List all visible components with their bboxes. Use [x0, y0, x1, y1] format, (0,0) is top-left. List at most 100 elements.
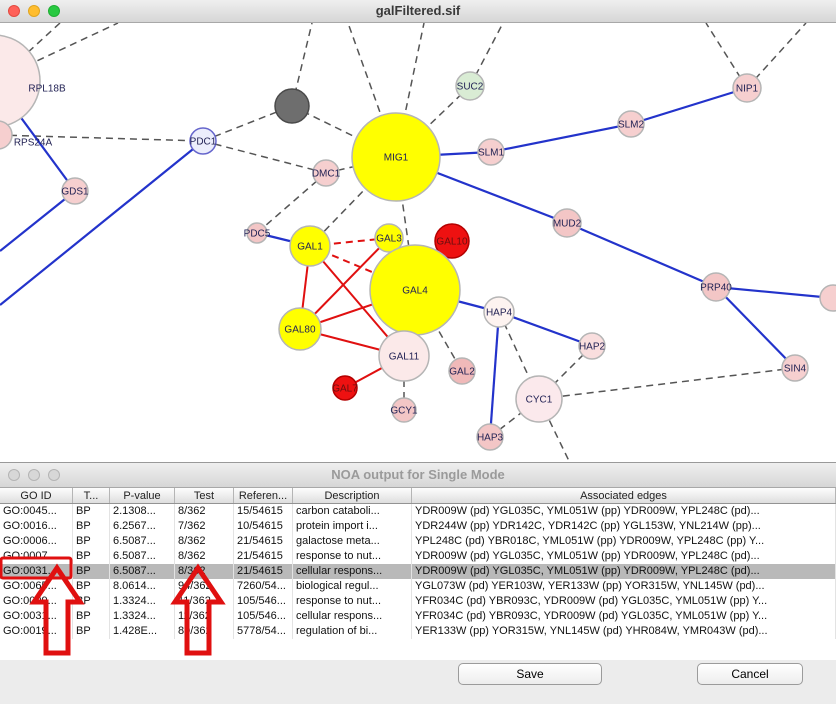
cell-go_id[interactable]: GO:0031...: [0, 564, 73, 579]
cell-type[interactable]: BP: [72, 579, 110, 594]
cell-test[interactable]: 8/362: [174, 564, 234, 579]
column-header[interactable]: T...: [72, 488, 110, 504]
cell-p_value[interactable]: 2.1308...: [109, 503, 175, 519]
cell-description[interactable]: regulation of bi...: [292, 624, 412, 639]
cell-type[interactable]: BP: [72, 503, 110, 519]
network-node-gds1[interactable]: GDS1: [61, 177, 89, 205]
cell-type[interactable]: BP: [72, 609, 110, 624]
cell-test[interactable]: 8/362: [174, 503, 234, 519]
column-header[interactable]: Description: [292, 488, 412, 504]
cell-type[interactable]: BP: [72, 624, 110, 639]
cell-edges[interactable]: YFR034C (pd) YBR093C, YDR009W (pd) YGL03…: [411, 594, 836, 609]
network-node-gal3[interactable]: GAL3: [374, 223, 404, 253]
cell-edges[interactable]: YDR009W (pd) YGL035C, YML051W (pp) YDR00…: [411, 503, 836, 519]
cell-description[interactable]: response to nut...: [292, 594, 412, 609]
cell-type[interactable]: BP: [72, 564, 110, 579]
cell-test[interactable]: 94/362: [174, 579, 234, 594]
cell-go_id[interactable]: GO:0019...: [0, 624, 73, 639]
cell-description[interactable]: carbon cataboli...: [292, 503, 412, 519]
cell-go_id[interactable]: GO:0009...: [0, 594, 73, 609]
cell-p_value[interactable]: 1.3324...: [109, 609, 175, 624]
cell-description[interactable]: cellular respons...: [292, 609, 412, 624]
cell-reference[interactable]: 105/546...: [233, 594, 293, 609]
cell-p_value[interactable]: 1.3324...: [109, 594, 175, 609]
cell-p_value[interactable]: 6.5087...: [109, 564, 175, 579]
network-node-pdc1[interactable]: PDC1: [189, 127, 217, 155]
cell-edges[interactable]: YGL073W (pd) YER103W, YER133W (pp) YOR31…: [411, 579, 836, 594]
cell-p_value[interactable]: 6.5087...: [109, 549, 175, 564]
column-header[interactable]: GO ID: [0, 488, 73, 504]
cell-reference[interactable]: 5778/54...: [233, 624, 293, 639]
network-node-sin4[interactable]: SIN4: [781, 354, 809, 382]
network-node-gal10[interactable]: GAL10: [434, 223, 470, 259]
network-node-hap3[interactable]: HAP3: [476, 423, 504, 451]
cancel-button[interactable]: Cancel: [697, 663, 803, 685]
cell-reference[interactable]: 21/54615: [233, 549, 293, 564]
cell-go_id[interactable]: GO:0031...: [0, 609, 73, 624]
cell-edges[interactable]: YER133W (pp) YOR315W, YNL145W (pd) YHR08…: [411, 624, 836, 639]
network-node-suc2[interactable]: SUC2: [455, 71, 485, 101]
cell-test[interactable]: 11/362: [174, 594, 234, 609]
zoom-icon[interactable]: [48, 5, 60, 17]
minimize-icon[interactable]: [28, 469, 40, 481]
cell-go_id[interactable]: GO:0007...: [0, 549, 73, 564]
cell-go_id[interactable]: GO:0065...: [0, 579, 73, 594]
cell-edges[interactable]: YPL248C (pd) YBR018C, YML051W (pp) YDR00…: [411, 534, 836, 549]
save-button[interactable]: Save: [458, 663, 602, 685]
cell-edges[interactable]: YFR034C (pd) YBR093C, YDR009W (pd) YGL03…: [411, 609, 836, 624]
network-node-rpl18b[interactable]: RPL18B: [0, 34, 66, 128]
network-node-gal2[interactable]: GAL2: [448, 357, 476, 385]
network-node-cyc1[interactable]: CYC1: [515, 375, 563, 423]
network-node-hap2[interactable]: HAP2: [578, 332, 606, 360]
network-node-prp40[interactable]: PRP40: [700, 272, 732, 302]
cell-description[interactable]: protein import i...: [292, 519, 412, 534]
cell-reference[interactable]: 21/54615: [233, 534, 293, 549]
cell-edges[interactable]: YDR009W (pd) YGL035C, YML051W (pp) YDR00…: [411, 549, 836, 564]
network-graph[interactable]: RPL18BRPS24AGDS1PDC1DMC1PDC5MIG1SUC2SLM1…: [0, 22, 836, 464]
cell-test[interactable]: 11/362: [174, 609, 234, 624]
network-node-gcy1[interactable]: GCY1: [390, 397, 418, 423]
network-node-cut[interactable]: [819, 284, 836, 312]
network-node-gal1[interactable]: GAL1: [289, 225, 331, 267]
close-icon[interactable]: [8, 5, 20, 17]
network-node-slm2[interactable]: SLM2: [617, 110, 645, 138]
minimize-icon[interactable]: [28, 5, 40, 17]
cell-description[interactable]: cellular respons...: [292, 564, 412, 579]
cell-p_value[interactable]: 8.0614...: [109, 579, 175, 594]
cell-reference[interactable]: 10/54615: [233, 519, 293, 534]
cell-edges[interactable]: YDR009W (pd) YGL035C, YML051W (pp) YDR00…: [411, 564, 836, 579]
cell-reference[interactable]: 21/54615: [233, 564, 293, 579]
column-header[interactable]: P-value: [109, 488, 175, 504]
close-icon[interactable]: [8, 469, 20, 481]
cell-reference[interactable]: 7260/54...: [233, 579, 293, 594]
network-node-slm1[interactable]: SLM1: [477, 138, 505, 166]
network-node-dmc1[interactable]: DMC1: [312, 159, 341, 187]
cell-description[interactable]: galactose meta...: [292, 534, 412, 549]
cell-test[interactable]: 80/362: [174, 624, 234, 639]
cell-test[interactable]: 8/362: [174, 549, 234, 564]
cell-description[interactable]: response to nut...: [292, 549, 412, 564]
cell-go_id[interactable]: GO:0045...: [0, 503, 73, 519]
network-node-gal11[interactable]: GAL11: [378, 330, 430, 382]
column-header[interactable]: Referen...: [233, 488, 293, 504]
network-node-mig1[interactable]: MIG1: [351, 112, 441, 202]
cell-edges[interactable]: YDR244W (pp) YDR142C, YDR142C (pp) YGL15…: [411, 519, 836, 534]
cell-p_value[interactable]: 6.5087...: [109, 534, 175, 549]
network-node-hap4[interactable]: HAP4: [483, 296, 515, 328]
cell-type[interactable]: BP: [72, 519, 110, 534]
network-node-rps24a[interactable]: RPS24A: [0, 120, 53, 150]
cell-test[interactable]: 8/362: [174, 534, 234, 549]
network-node-gal80[interactable]: GAL80: [278, 307, 322, 351]
cell-reference[interactable]: 105/546...: [233, 609, 293, 624]
network-node-gray[interactable]: [274, 88, 310, 124]
cell-p_value[interactable]: 6.2567...: [109, 519, 175, 534]
